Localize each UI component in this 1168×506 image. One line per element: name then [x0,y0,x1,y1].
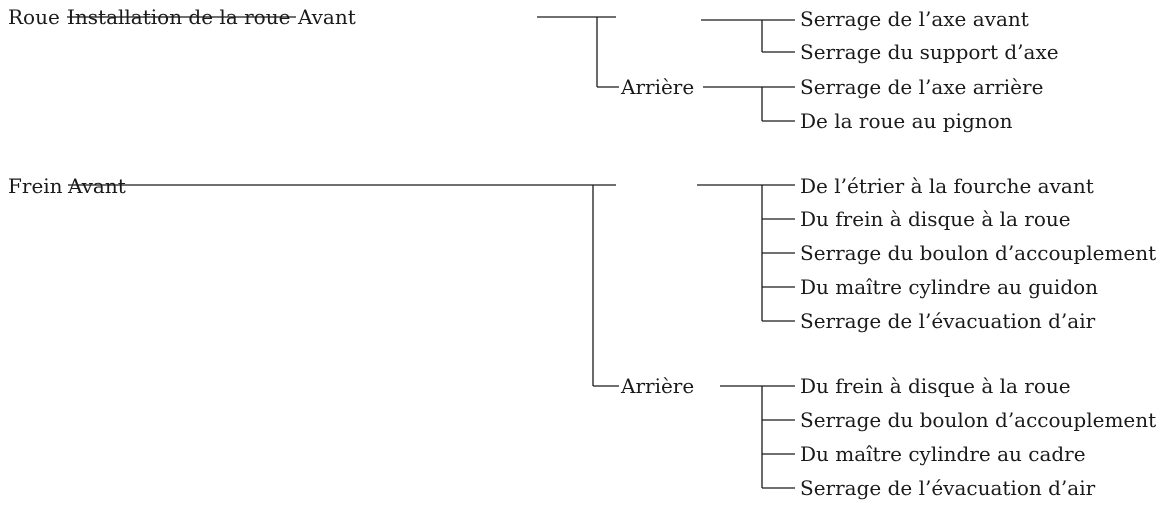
brake-group: Frein Avant Arrière De l’étrier à la fou… [8,174,1156,500]
wheel-label-prefix: Roue [8,5,60,29]
brake-rear-item-1: Du frein à disque à la roue [800,374,1071,398]
wheel-front-label: Avant [297,5,356,29]
wheel-rear-item-1: Serrage de l’axe arrière [800,75,1043,99]
wheel-front-item-1: Serrage de l’axe avant [800,7,1029,31]
brake-front-item-1: De l’étrier à la fourche avant [800,174,1094,198]
brake-label-prefix: Frein [8,174,63,198]
brake-rear-item-3: Du maître cylindre au cadre [800,442,1086,466]
brake-front-item-2: Du frein à disque à la roue [800,207,1071,231]
wheel-rear-item-2: De la roue au pignon [800,109,1013,133]
brake-rear-item-2: Serrage du boulon d’accouplement [800,408,1156,432]
brake-front-item-5: Serrage de l’évacuation d’air [800,309,1096,333]
brake-front-item-3: Serrage du boulon d’accouplement [800,241,1156,265]
wheel-group: Roue Installation de la roue Avant Arriè… [8,5,1059,133]
brake-rear-label: Arrière [620,374,694,398]
wheel-front-item-2: Serrage du support d’axe [800,40,1059,64]
brake-front-item-4: Du maître cylindre au guidon [800,275,1098,299]
brake-rear-item-4: Serrage de l’évacuation d’air [800,476,1096,500]
brake-label-struck: Avant [67,174,126,198]
wheel-rear-label: Arrière [620,75,694,99]
